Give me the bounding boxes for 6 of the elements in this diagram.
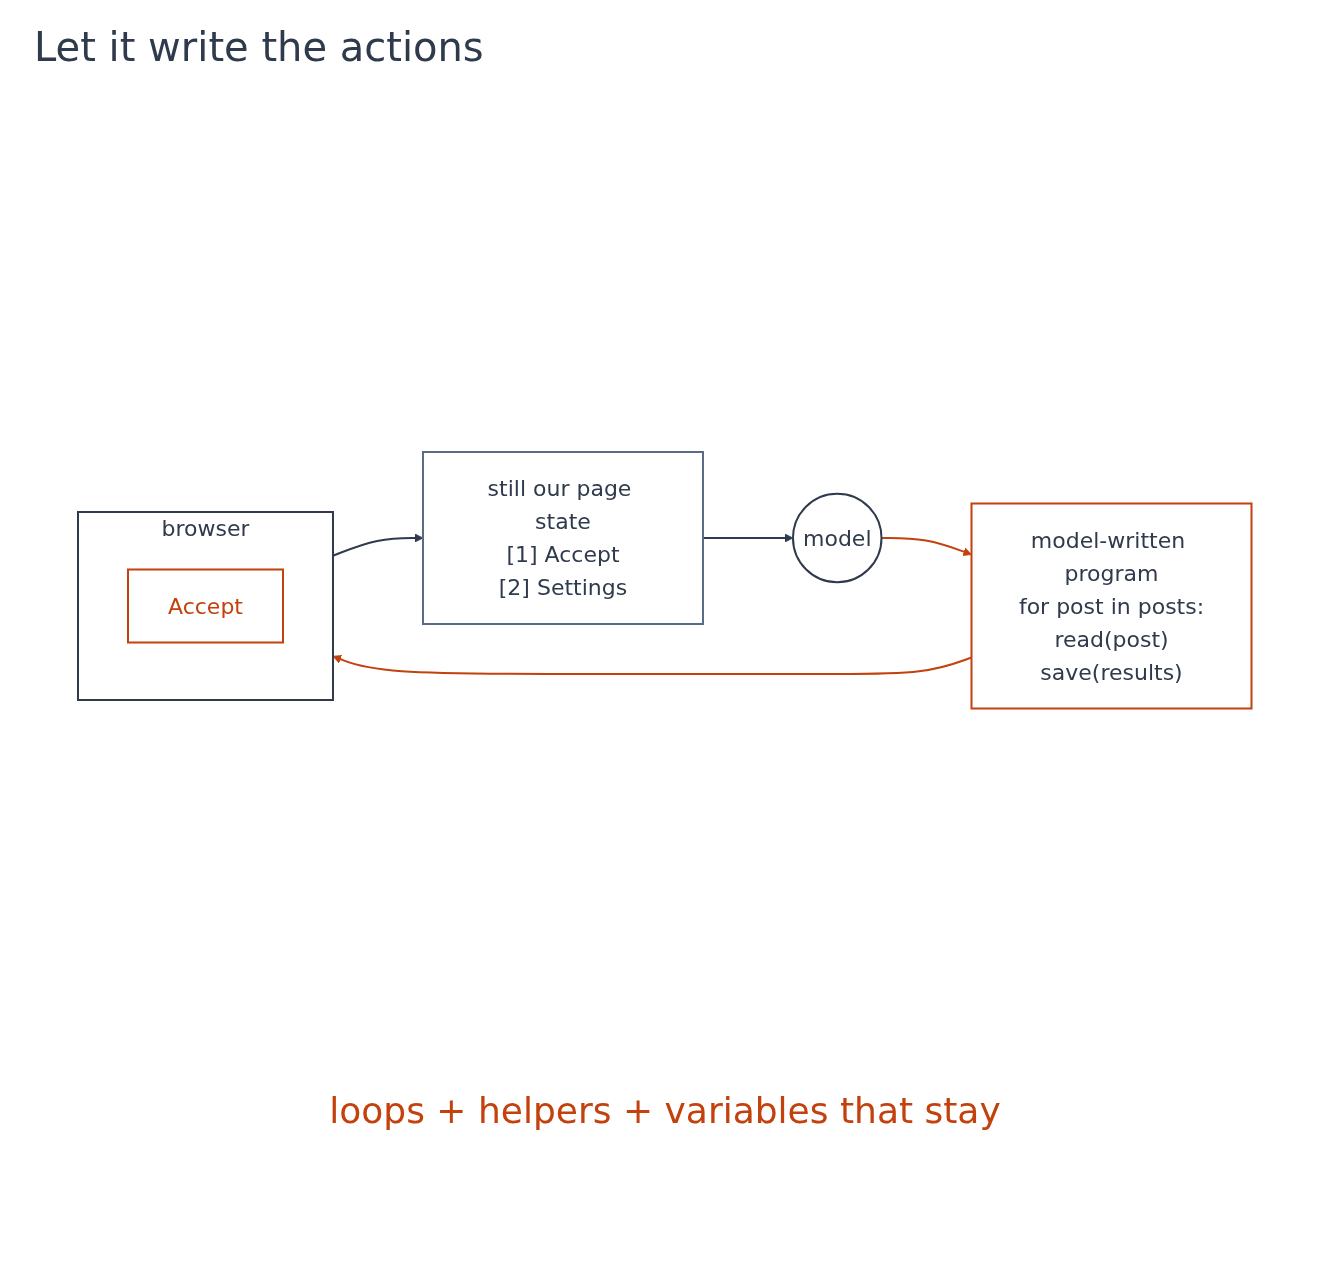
node-box: Accept (127, 568, 285, 644)
node-circle: model (792, 492, 883, 583)
diagram-title: Let it write the actions (34, 24, 485, 70)
node-box: still our page state [1] Accept [2] Settings (422, 450, 705, 625)
node-box: model-written program for post in posts: read(post) save(results) (970, 502, 1253, 710)
note-text: loops + helpers + variables that stay (328, 1090, 1002, 1131)
